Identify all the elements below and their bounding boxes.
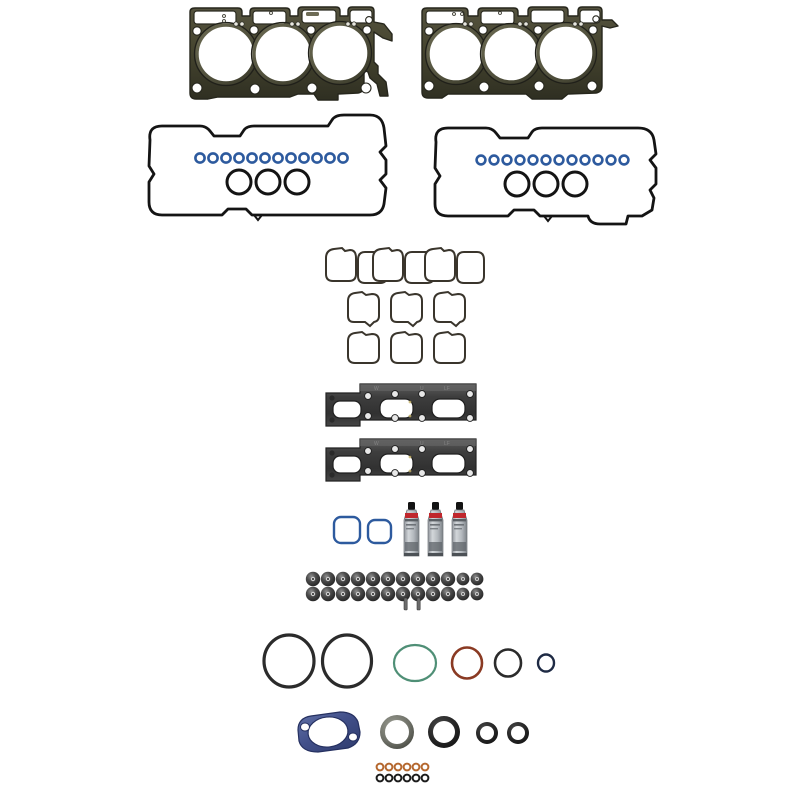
square-seal-2	[366, 518, 393, 545]
exhaust-manifold-gasket-upper: W U LF	[322, 380, 482, 432]
o-ring-rust	[450, 646, 484, 680]
o-ring-large-black-1	[262, 633, 316, 689]
o-ring-navy-mini	[536, 653, 556, 673]
spark-plug-tube-seal-group	[503, 170, 589, 198]
intake-gasket-single-row-lower	[347, 330, 466, 364]
exhaust-port-group	[332, 453, 466, 474]
flange-gasket-oval	[297, 711, 361, 753]
svg-text:U: U	[420, 441, 424, 447]
head-gasket-left	[178, 0, 408, 112]
valve-stem-seal-row-2	[305, 586, 484, 602]
valve-stem-seal-group	[305, 570, 500, 612]
svg-text:LF: LF	[444, 441, 450, 447]
exhaust-bolt-hole-group	[364, 445, 474, 477]
sealant-tube-1	[403, 502, 420, 557]
o-ring-large-black-2	[320, 633, 374, 689]
o-ring-group	[255, 630, 565, 696]
square-seal-group	[330, 510, 400, 555]
square-seal-1	[332, 515, 362, 545]
dowel-pin-group	[400, 596, 430, 614]
shaft-seal-small-2	[507, 722, 529, 744]
head-gasket-right	[412, 0, 627, 110]
svg-text:W: W	[374, 441, 379, 447]
svg-text:W: W	[374, 386, 379, 392]
intake-gasket-single-row-upper	[347, 290, 466, 328]
valve-cover-grommet-row	[475, 154, 630, 166]
dowel-pin-1	[403, 597, 408, 611]
sealant-tube-2	[427, 502, 444, 557]
valve-cover-gasket-right	[422, 112, 687, 230]
head-gasket-bore-group	[424, 21, 598, 86]
intake-gasket-pair-3	[424, 246, 485, 284]
sealant-tube-group	[400, 500, 480, 562]
head-gasket-bore-group	[193, 20, 373, 87]
shaft-seal-large	[380, 715, 414, 749]
flange-and-seal-group	[292, 708, 542, 763]
shaft-seal-small-1	[476, 722, 498, 744]
svg-text:U: U	[420, 386, 424, 392]
exhaust-bolt-hole-group	[364, 390, 474, 422]
o-ring-green	[392, 643, 438, 683]
shaft-seal-medium	[428, 716, 460, 748]
spark-plug-tube-seal-group	[225, 168, 311, 196]
exhaust-manifold-gasket-lower: W U LF	[322, 435, 482, 487]
sealant-tube-3	[451, 502, 468, 557]
valve-stem-seal-row-1	[305, 571, 484, 587]
intake-manifold-gasket-group	[318, 238, 488, 368]
valve-cover-grommet-row	[194, 152, 349, 164]
washer-row-copper	[375, 762, 430, 772]
valve-cover-gasket-left	[132, 112, 412, 227]
exhaust-port-group	[332, 398, 466, 419]
sealing-washer-group	[374, 762, 434, 786]
svg-text:LF: LF	[444, 386, 450, 392]
o-ring-black-small	[493, 648, 523, 678]
dowel-pin-2	[416, 597, 421, 611]
washer-row-black	[375, 773, 430, 783]
